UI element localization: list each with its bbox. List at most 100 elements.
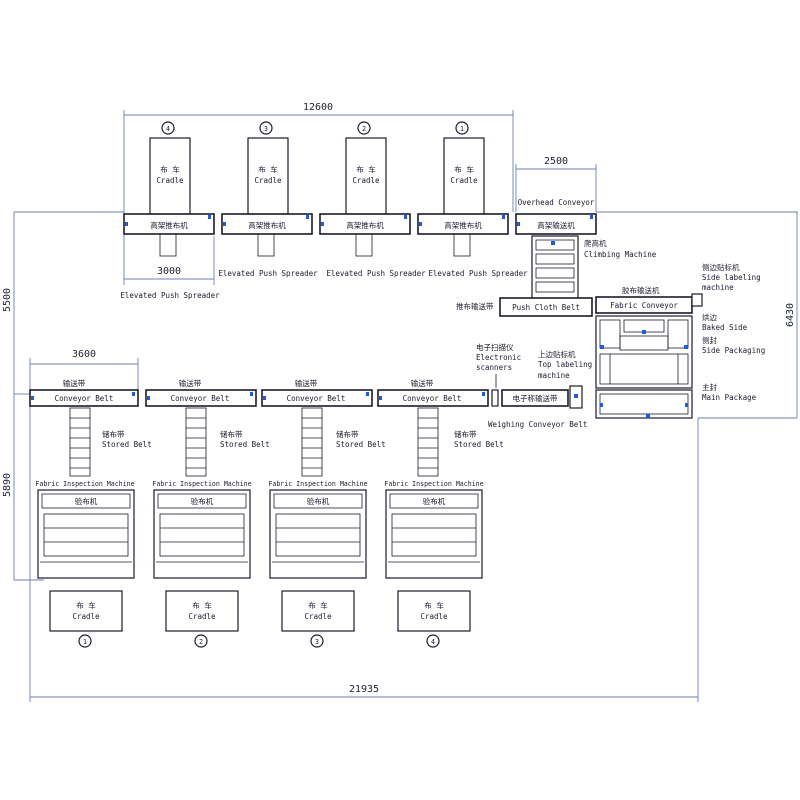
conveyor-en: Conveyor Belt	[403, 394, 462, 403]
top-cradle-1: 1 布 车 Cradle	[443, 121, 485, 215]
top-labeling-cn: 上边贴标机	[538, 349, 576, 359]
bottom-cradle-4: 布 车 Cradle 4	[397, 590, 471, 648]
overhead-cn: 高架输送机	[537, 220, 575, 230]
dim-bottom-width: 21935	[349, 684, 379, 695]
dimension-lines: 12600 2500 3000 5500 5890 6430 3600	[2, 102, 798, 702]
bottom-cradle-number: 1	[83, 638, 87, 646]
bottom-cradle-row: 布 车 Cradle 1 布 车 Cradle 2 布 车 Cradle 3 布…	[49, 590, 471, 648]
inspection-cn: 验布机	[191, 496, 214, 506]
spreader-cn: 高架推布机	[248, 220, 286, 230]
scanners-en2: scanners	[476, 363, 512, 372]
dim-spreader-width: 3000	[157, 266, 181, 277]
bottom-cradle-number: 3	[315, 638, 319, 646]
weighing-en: Weighing Conveyor Belt	[488, 420, 587, 429]
top-labeling-en2: machine	[538, 371, 570, 380]
bottom-cradle-2: 布 车 Cradle 2	[165, 590, 239, 648]
conveyor-cn: 输送带	[63, 378, 86, 388]
dim-top-width: 12600	[303, 102, 333, 113]
stored-belt-cn: 储布带	[102, 429, 125, 439]
side-labeling-machine: 侧边贴标机 Side labeling machine	[691, 262, 761, 307]
dim-right-height: 6430	[785, 303, 796, 327]
bottom-cradle-number: 2	[199, 638, 203, 646]
top-cradle-cn: 布 车	[258, 164, 278, 174]
side-packaging-cn: 侧封	[702, 335, 717, 345]
spreader-label: Elevated Push Spreader	[428, 269, 528, 278]
top-cradle-en: Cradle	[450, 176, 478, 185]
spreader-2: 高架推布机 Elevated Push Spreader	[218, 213, 318, 278]
inspection-cn: 验布机	[423, 496, 446, 506]
inspection-machine-3: Fabric Inspection Machine 验布机	[268, 480, 368, 579]
inspection-machine-2: Fabric Inspection Machine 验布机	[152, 480, 252, 579]
bottom-cradle-cn: 布 车	[308, 600, 328, 610]
scanners-en1: Electronic	[476, 353, 521, 362]
spreader-cn: 高架推布机	[444, 220, 482, 230]
side-labeling-en2: machine	[702, 283, 734, 292]
main-package-en: Main Package	[702, 393, 757, 402]
weighing-cn: 电子称输送带	[513, 393, 558, 403]
inspection-cn: 验布机	[75, 496, 98, 506]
top-cradle-2: 2 布 车 Cradle	[345, 121, 387, 215]
top-cradle-en: Cradle	[156, 176, 184, 185]
top-cradle-4: 4 布 车 Cradle	[149, 121, 191, 215]
dim-left-lower: 5890	[2, 473, 13, 497]
top-cradle-row: 4 布 车 Cradle 3 布 车 Cradle 2 布 车 Cradle 1…	[120, 121, 528, 300]
top-cradle-number: 1	[460, 125, 464, 133]
bottom-cradle-en: Cradle	[188, 612, 216, 621]
dim-left-upper: 5500	[2, 288, 13, 312]
stored-belt-cn: 储布带	[336, 429, 359, 439]
top-cradle-cn: 布 车	[160, 164, 180, 174]
top-cradle-cn: 布 车	[356, 164, 376, 174]
conveyor-unit-4: 输送带 Conveyor Belt 储布带 Stored Belt	[377, 378, 504, 477]
spreader-cn: 高架推布机	[150, 220, 188, 230]
climbing-en: Climbing Machine	[584, 250, 657, 259]
spreader-4: 高架推布机 Elevated Push Spreader	[417, 213, 528, 278]
bottom-cradle-en: Cradle	[72, 612, 100, 621]
inspection-machine-1: Fabric Inspection Machine 验布机	[35, 480, 135, 579]
spreader-1: 高架推布机 Elevated Push Spreader	[120, 213, 220, 300]
main-package-cn: 主封	[702, 382, 717, 392]
conveyor-en: Conveyor Belt	[287, 394, 346, 403]
climbing-cn: 爬高机	[584, 238, 607, 248]
conveyor-cn: 输送带	[295, 378, 318, 388]
bottom-cradle-cn: 布 车	[76, 600, 96, 610]
top-cradle-en: Cradle	[254, 176, 282, 185]
conveyor-unit-1: 输送带 Conveyor Belt 储布带 Stored Belt	[29, 378, 152, 477]
top-labeling-en1: Top labeling	[538, 360, 592, 369]
top-cradle-3: 3 布 车 Cradle	[247, 121, 289, 215]
spreader-label: Elevated Push Spreader	[218, 269, 318, 278]
weighing-conveyor-belt: 电子称输送带 Weighing Conveyor Belt	[488, 389, 587, 429]
inspection-en: Fabric Inspection Machine	[384, 480, 483, 488]
stored-belt-en: Stored Belt	[220, 440, 270, 449]
inspection-machine-4: Fabric Inspection Machine 验布机	[384, 480, 484, 579]
baked-side-en: Baked Side	[702, 323, 748, 332]
side-labeling-en1: Side labeling	[702, 273, 761, 282]
inspection-en: Fabric Inspection Machine	[35, 480, 134, 488]
spreader-label: Elevated Push Spreader	[326, 269, 426, 278]
top-cradle-cn: 布 车	[454, 164, 474, 174]
bottom-cradle-cn: 布 车	[424, 600, 444, 610]
push-cloth-belt: 推布输送带 Push Cloth Belt	[456, 297, 593, 317]
bottom-cradle-cn: 布 车	[192, 600, 212, 610]
electronic-scanners: 电子扫描仪 Electronic scanners	[476, 342, 521, 407]
bottom-cradle-en: Cradle	[304, 612, 332, 621]
top-labeling-machine: 上边贴标机 Top labeling machine	[538, 349, 592, 409]
conveyor-unit-3: 输送带 Conveyor Belt 储布带 Stored Belt	[261, 378, 386, 477]
stored-belt-cn: 储布带	[220, 429, 243, 439]
baked-side-cn: 烘边	[702, 312, 717, 322]
side-labeling-cn: 侧边贴标机	[702, 262, 740, 272]
stored-belt-en: Stored Belt	[102, 440, 152, 449]
side-packaging-en: Side Packaging	[702, 346, 765, 355]
conveyor-cn: 输送带	[179, 378, 202, 388]
top-cradle-number: 2	[362, 125, 366, 133]
conveyor-unit-2: 输送带 Conveyor Belt 储布带 Stored Belt	[145, 378, 270, 477]
top-cradle-number: 3	[264, 125, 268, 133]
top-cradle-number: 4	[166, 125, 170, 133]
bottom-cradle-1: 布 车 Cradle 1	[49, 590, 123, 648]
packaging-block: 烘边 Baked Side 侧封 Side Packaging 主封 Main …	[595, 312, 765, 419]
inspection-row: Fabric Inspection Machine 验布机 Fabric Ins…	[35, 480, 484, 579]
bottom-cradle-3: 布 车 Cradle 3	[281, 590, 355, 648]
conveyor-en: Conveyor Belt	[55, 394, 114, 403]
dim-overhead-width: 2500	[544, 156, 568, 167]
conveyor-cn: 输送带	[411, 378, 434, 388]
